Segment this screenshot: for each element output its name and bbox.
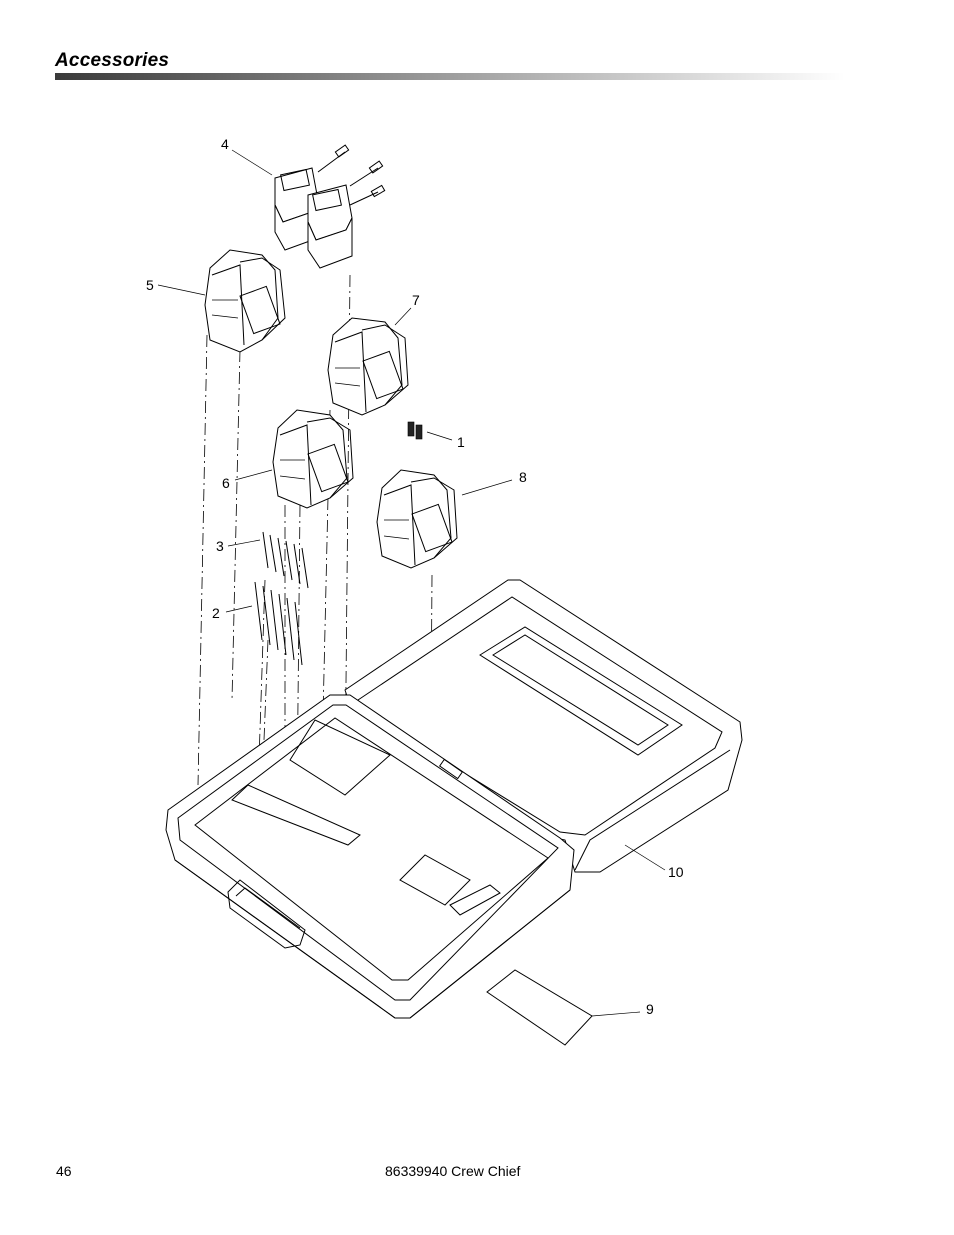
callout-8: 8 xyxy=(519,469,527,485)
callout-9: 9 xyxy=(646,1001,654,1017)
callout-6: 6 xyxy=(222,475,230,491)
callout-4: 4 xyxy=(221,136,229,152)
battery-pair-8 xyxy=(377,470,457,568)
document-id: 86339940 Crew Chief xyxy=(385,1163,520,1179)
callout-7: 7 xyxy=(412,292,420,308)
long-probes xyxy=(255,582,302,665)
callout-5: 5 xyxy=(146,277,154,293)
info-card xyxy=(487,970,592,1045)
battery-pair-5 xyxy=(205,250,285,352)
battery-pair-7 xyxy=(328,318,408,415)
callout-3: 3 xyxy=(216,538,224,554)
small-connectors xyxy=(408,422,422,439)
page-number: 46 xyxy=(56,1163,72,1179)
callout-1: 1 xyxy=(457,434,465,450)
short-probes xyxy=(263,532,308,588)
battery-pair-6 xyxy=(273,410,353,508)
callout-2: 2 xyxy=(212,605,220,621)
charger-units xyxy=(275,145,385,268)
callout-10: 10 xyxy=(668,864,684,880)
carrying-case xyxy=(166,580,742,1018)
